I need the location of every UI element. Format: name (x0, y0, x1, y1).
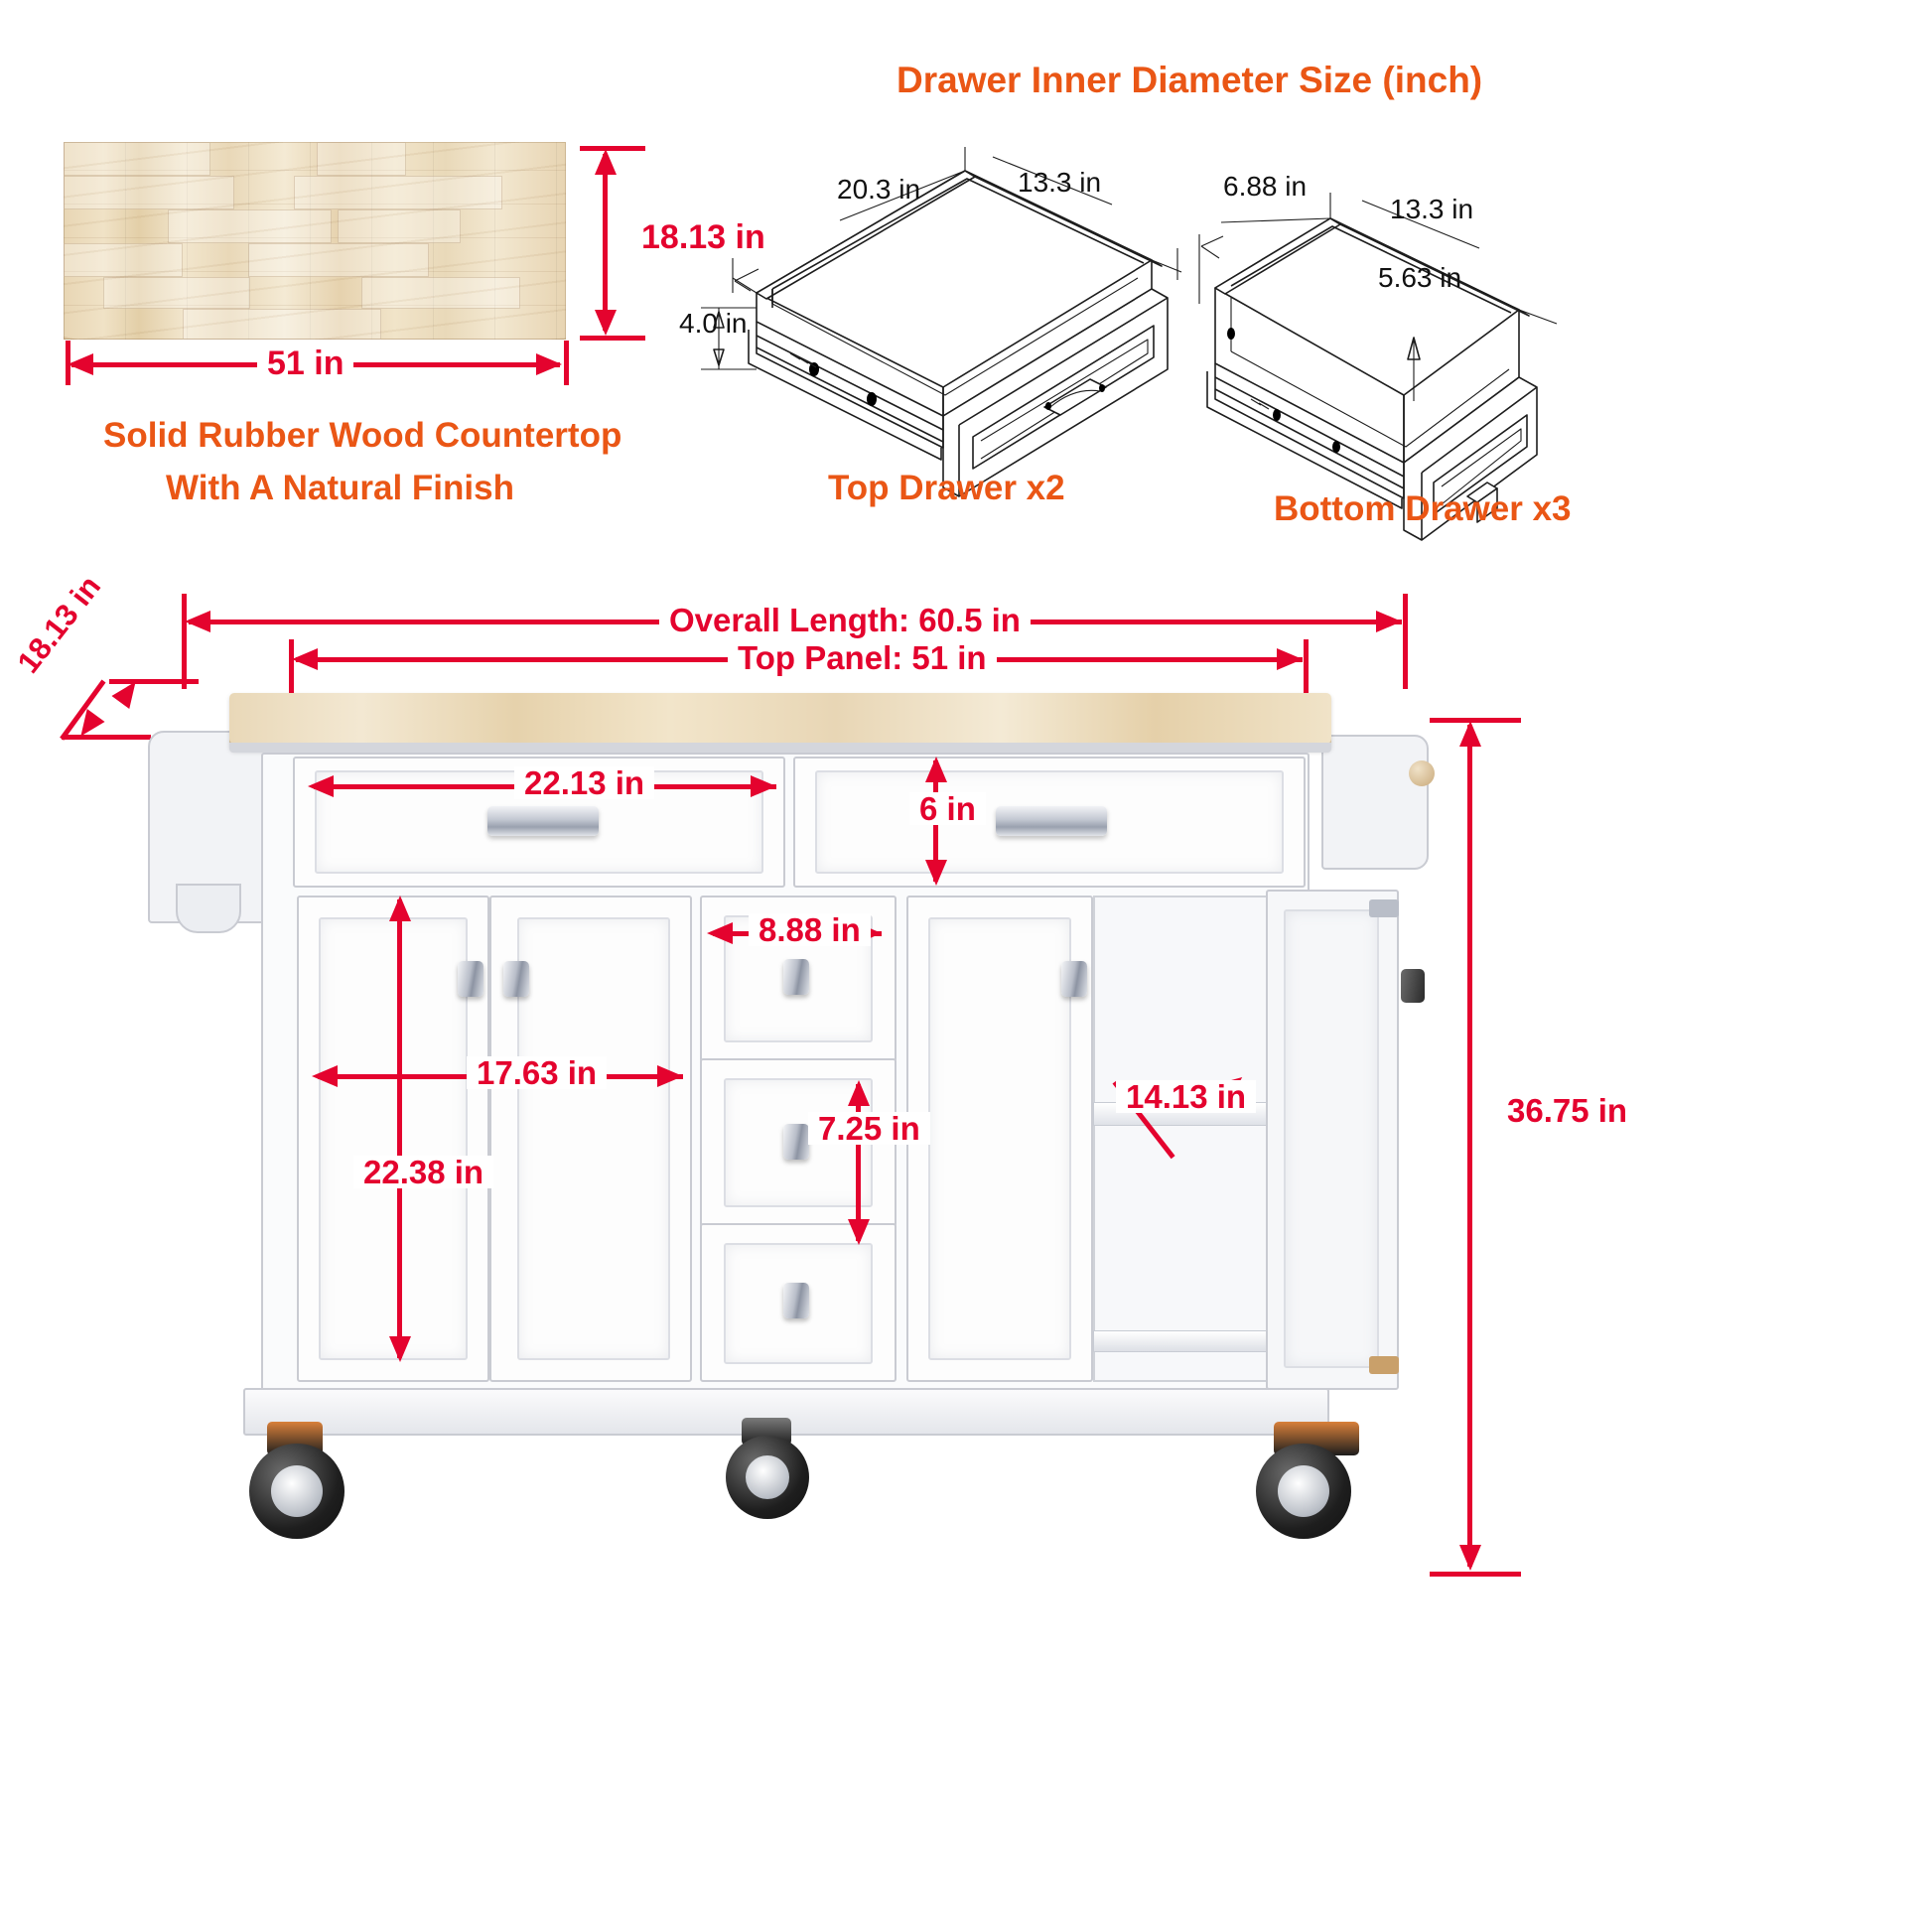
drawer-section-title: Drawer Inner Diameter Size (inch) (897, 60, 1483, 100)
overall-length-left-tick (182, 594, 187, 689)
top-drawer-right-inset (815, 770, 1284, 874)
door-open-knob[interactable] (1401, 969, 1425, 1003)
small-drawer-height-arrow-up (848, 1080, 870, 1106)
cabinet-door-left-1[interactable] (297, 896, 489, 1382)
overall-height-arrow-down (1459, 1545, 1481, 1571)
center-drawer-1-knob[interactable] (783, 959, 809, 995)
cabinet-wood-top (229, 693, 1331, 751)
door-hinge-top (1369, 899, 1399, 917)
overall-length-arrow-left (185, 611, 210, 632)
cabinet-door-left-2-inset (517, 917, 670, 1360)
overall-height-top-tick (1430, 718, 1521, 723)
bottom-drawer-depth-label: 6.88 in (1223, 171, 1308, 202)
countertop-height-top-tick (580, 146, 645, 151)
left-side-bracket-foot (176, 884, 241, 933)
countertop-height-dim-line (603, 154, 608, 331)
top-depth-label: 18.13 in (6, 562, 112, 687)
countertop-wood-swatch (64, 142, 566, 340)
small-drawer-height-dim-line (856, 1084, 861, 1241)
top-panel-label: Top Panel: 51 in (728, 641, 997, 674)
top-panel-arrow-right (1277, 648, 1303, 670)
small-drawer-height-arrow-down (848, 1219, 870, 1245)
countertop-height-bottom-tick (580, 336, 645, 341)
countertop-caption-line2: With A Natural Finish (166, 469, 514, 507)
overall-length-right-tick (1403, 594, 1408, 689)
top-drawer-right-pull[interactable] (996, 806, 1107, 836)
small-drawer-width-arrow-left (707, 922, 733, 944)
caster-left (241, 1422, 350, 1541)
top-depth-lower-tick (62, 735, 151, 740)
top-drawer-width-label: 13.3 in (1018, 167, 1102, 198)
overall-height-label: 36.75 in (1497, 1094, 1638, 1127)
countertop-height-arrow-down (595, 310, 617, 336)
top-drawer-isometric-drawing (701, 147, 1182, 497)
towel-bar-end-cap (1409, 760, 1435, 786)
bottom-drawer-height-label: 5.63 in (1378, 262, 1462, 293)
right-side-bracket (1321, 735, 1429, 870)
door-width-label: 17.63 in (467, 1056, 608, 1089)
cabinet-door-left-1-inset (319, 917, 468, 1360)
door-width-arrow-right (657, 1065, 683, 1087)
top-panel-arrow-left (292, 648, 318, 670)
cabinet-door-open-inset (1284, 909, 1379, 1368)
top-drawer-left-pull[interactable] (487, 806, 599, 836)
drawer-height-arrow-up (925, 757, 947, 782)
drawer-width-arrow-right (751, 775, 776, 797)
door-height-dim-line (397, 899, 402, 1358)
overall-length-arrow-right (1376, 611, 1402, 632)
top-panel-left-tick (289, 639, 294, 701)
cabinet-door-right-inset (928, 917, 1071, 1360)
cabinet-top-edge-shadow (229, 743, 1331, 753)
kitchen-island-cabinet (134, 675, 1445, 1549)
countertop-width-label: 51 in (257, 346, 354, 380)
door-width-arrow-left (312, 1065, 338, 1087)
countertop-width-arrow-right (536, 353, 562, 375)
top-depth-upper-tick (109, 679, 199, 684)
overall-height-dim-line (1467, 725, 1472, 1567)
countertop-height-label: 18.13 in (631, 220, 775, 254)
drawer-height-label: 6 in (909, 792, 986, 825)
shelf-depth-label: 14.13 in (1116, 1080, 1257, 1113)
small-drawer-height-label: 7.25 in (808, 1112, 930, 1145)
bottom-drawer-caption: Bottom Drawer x3 (1274, 489, 1572, 528)
top-drawer-caption: Top Drawer x2 (828, 469, 1065, 507)
bottom-drawer-isometric-drawing (1198, 193, 1558, 541)
countertop-width-arrow-left (68, 353, 93, 375)
caster-right (1248, 1422, 1377, 1541)
countertop-caption-line1: Solid Rubber Wood Countertop (103, 416, 622, 455)
overall-length-label: Overall Length: 60.5 in (659, 604, 1031, 636)
drawer-width-arrow-left (308, 775, 334, 797)
interior-bottom-shelf (1093, 1330, 1272, 1352)
small-drawer-width-label: 8.88 in (749, 913, 871, 946)
door-hinge-bottom (1369, 1356, 1399, 1374)
cabinet-door-left-2-knob[interactable] (503, 961, 529, 997)
countertop-width-right-tick (564, 341, 569, 385)
caster-right-hub (1278, 1465, 1329, 1517)
cabinet-door-left-1-knob[interactable] (458, 961, 483, 997)
center-drawer-2-knob[interactable] (783, 1124, 809, 1160)
door-height-arrow-up (389, 896, 411, 921)
caster-center (720, 1418, 817, 1521)
caster-left-hub (271, 1465, 323, 1517)
door-height-label: 22.38 in (353, 1156, 494, 1188)
cabinet-door-open[interactable] (1266, 890, 1399, 1390)
drawer-width-label: 22.13 in (514, 766, 655, 799)
cabinet-door-right-knob[interactable] (1061, 961, 1087, 997)
door-height-arrow-down (389, 1336, 411, 1362)
top-drawer-depth-label: 20.3 in (837, 174, 921, 205)
center-drawer-3-knob[interactable] (783, 1283, 809, 1318)
caster-center-hub (746, 1455, 789, 1499)
top-drawer-height-label: 4.0 in (679, 308, 748, 339)
overall-height-arrow-up (1459, 721, 1481, 747)
center-drawer-3-inset (724, 1243, 873, 1364)
countertop-height-arrow-up (595, 149, 617, 175)
top-panel-right-tick (1304, 639, 1309, 701)
bottom-drawer-width-label: 13.3 in (1390, 194, 1474, 224)
drawer-height-arrow-down (925, 860, 947, 886)
open-cabinet-interior (1093, 896, 1274, 1382)
overall-height-bottom-tick (1430, 1572, 1521, 1577)
